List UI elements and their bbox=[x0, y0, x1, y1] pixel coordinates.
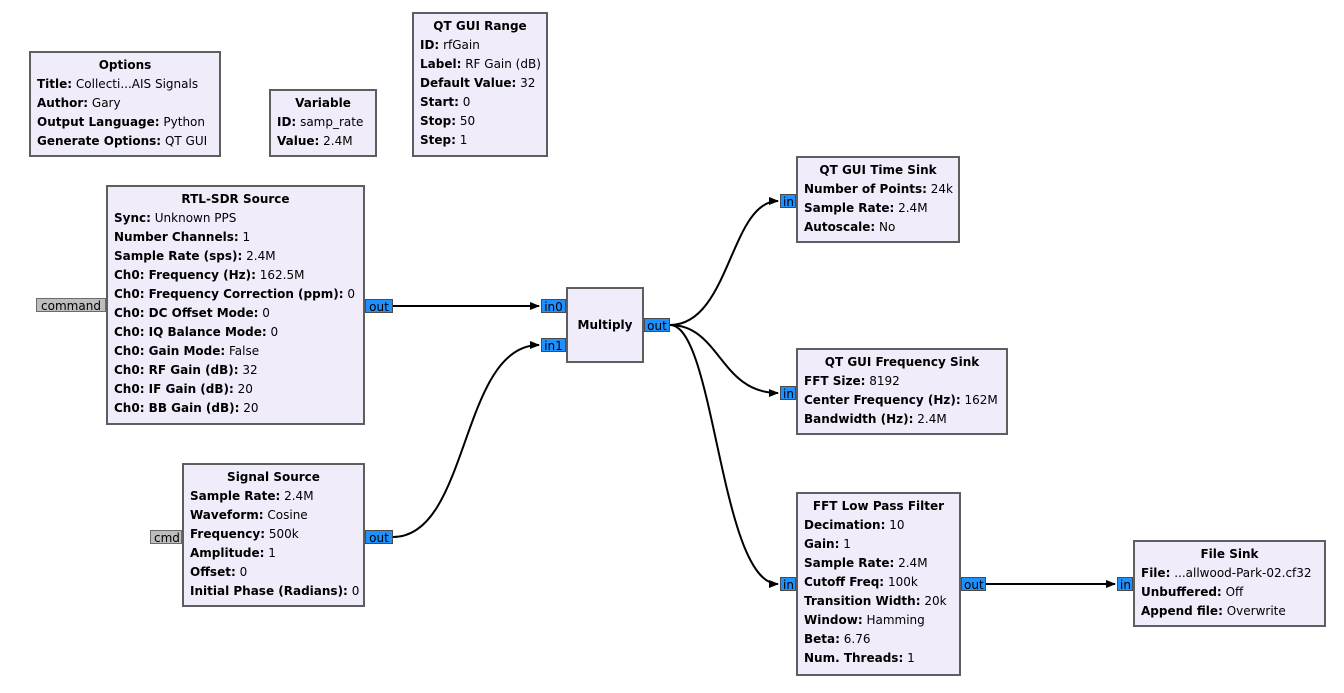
options-block[interactable]: Options Title: Collecti...AIS Signals Au… bbox=[29, 51, 221, 157]
param-row: Ch0: Frequency (Hz): 162.5M bbox=[114, 268, 305, 282]
param-row: Waveform: Cosine bbox=[190, 508, 308, 522]
freq-sink-in-port[interactable]: in bbox=[780, 386, 796, 401]
param-row: Ch0: Gain Mode: False bbox=[114, 344, 260, 358]
param-row: Gain: 1 bbox=[804, 537, 851, 551]
block-title: RTL-SDR Source bbox=[181, 192, 290, 206]
param-row: Ch0: IF Gain (dB): 20 bbox=[114, 382, 253, 396]
param-row: Unbuffered: Off bbox=[1141, 585, 1244, 599]
block-title: Variable bbox=[295, 96, 351, 110]
param-row: Ch0: BB Gain (dB): 20 bbox=[114, 401, 259, 415]
file-sink-in-port[interactable]: in bbox=[1117, 577, 1133, 592]
time-sink-in-port[interactable]: in bbox=[780, 194, 796, 209]
param-row: Ch0: DC Offset Mode: 0 bbox=[114, 306, 270, 320]
multiply-in1-port[interactable]: in1 bbox=[541, 338, 566, 353]
param-row: Number Channels: 1 bbox=[114, 230, 251, 244]
param-row: FFT Size: 8192 bbox=[804, 374, 900, 388]
lpf-in-port[interactable]: in bbox=[780, 577, 796, 592]
param-row: Start: 0 bbox=[420, 95, 471, 109]
param-row: Ch0: Frequency Correction (ppm): 0 bbox=[114, 287, 355, 301]
param-row: Label: RF Gain (dB) bbox=[420, 57, 541, 71]
multiply-out-port[interactable]: out bbox=[644, 318, 670, 333]
param-row: ID: rfGain bbox=[420, 38, 480, 52]
param-row: Ch0: RF Gain (dB): 32 bbox=[114, 363, 258, 377]
block-title: FFT Low Pass Filter bbox=[812, 499, 945, 513]
param-row: Bandwidth (Hz): 2.4M bbox=[804, 412, 947, 426]
signal-source-block[interactable]: Signal Source Sample Rate: 2.4M Waveform… bbox=[182, 463, 365, 607]
param-row: Offset: 0 bbox=[190, 565, 248, 579]
param-row: Sample Rate: 2.4M bbox=[804, 556, 928, 570]
param-row: Step: 1 bbox=[420, 133, 468, 147]
param-row: Number of Points: 24k bbox=[804, 182, 953, 196]
signal-cmd-port[interactable]: cmd bbox=[150, 530, 182, 545]
block-title: Options bbox=[98, 58, 152, 72]
multiply-in0-port[interactable]: in0 bbox=[541, 299, 566, 314]
block-title: QT GUI Frequency Sink bbox=[824, 355, 980, 369]
qt-gui-range-block[interactable]: QT GUI Range ID: rfGain Label: RF Gain (… bbox=[412, 12, 548, 157]
param-row: Append file: Overwrite bbox=[1141, 604, 1286, 618]
param-row: Frequency: 500k bbox=[190, 527, 299, 541]
rtl-command-port[interactable]: command bbox=[36, 298, 106, 313]
param-row: Center Frequency (Hz): 162M bbox=[804, 393, 998, 407]
signal-out-port[interactable]: out bbox=[365, 530, 393, 545]
block-title: QT GUI Time Sink bbox=[819, 163, 937, 177]
rtl-out-port[interactable]: out bbox=[365, 299, 393, 314]
param-row: ID: samp_rate bbox=[277, 115, 364, 129]
block-title: QT GUI Range bbox=[433, 19, 527, 33]
param-row: Title: Collecti...AIS Signals bbox=[37, 77, 199, 91]
param-row: Transition Width: 20k bbox=[804, 594, 947, 608]
qt-gui-frequency-sink-block[interactable]: QT GUI Frequency Sink FFT Size: 8192 Cen… bbox=[796, 348, 1008, 435]
qt-gui-time-sink-block[interactable]: QT GUI Time Sink Number of Points: 24k S… bbox=[796, 156, 960, 243]
param-row: Initial Phase (Radians): 0 bbox=[190, 584, 360, 598]
block-title: Signal Source bbox=[227, 470, 320, 484]
lpf-out-port[interactable]: out bbox=[961, 577, 986, 592]
param-row: Beta: 6.76 bbox=[804, 632, 871, 646]
param-row: Stop: 50 bbox=[420, 114, 476, 128]
variable-block[interactable]: Variable ID: samp_rate Value: 2.4M bbox=[269, 89, 377, 157]
param-row: Sample Rate: 2.4M bbox=[804, 201, 928, 215]
param-row: Cutoff Freq: 100k bbox=[804, 575, 918, 589]
param-row: Generate Options: QT GUI bbox=[37, 134, 208, 148]
param-row: Author: Gary bbox=[37, 96, 121, 110]
file-sink-block[interactable]: File Sink File: ...allwood-Park-02.cf32 … bbox=[1133, 540, 1326, 627]
param-row: Sync: Unknown PPS bbox=[114, 211, 237, 225]
param-row: Default Value: 32 bbox=[420, 76, 536, 90]
param-row: File: ...allwood-Park-02.cf32 bbox=[1141, 566, 1312, 580]
fft-low-pass-filter-block[interactable]: FFT Low Pass Filter Decimation: 10 Gain:… bbox=[796, 492, 961, 676]
param-row: Amplitude: 1 bbox=[190, 546, 276, 560]
wire-multiply-to-freqsink[interactable] bbox=[669, 324, 779, 397]
param-row: Ch0: IQ Balance Mode: 0 bbox=[114, 325, 279, 339]
param-row: Sample Rate: 2.4M bbox=[190, 489, 314, 503]
wire-multiply-to-lpf[interactable] bbox=[669, 324, 779, 588]
block-title: Multiply bbox=[577, 318, 633, 332]
param-row: Decimation: 10 bbox=[804, 518, 905, 532]
param-row: Autoscale: No bbox=[804, 220, 896, 234]
param-row: Output Language: Python bbox=[37, 115, 206, 129]
wire-multiply-to-timesink[interactable] bbox=[669, 197, 779, 326]
multiply-block[interactable]: Multiply bbox=[566, 287, 644, 363]
rtl-sdr-source-block[interactable]: RTL-SDR Source Sync: Unknown PPS Number … bbox=[106, 185, 365, 425]
block-title: File Sink bbox=[1200, 547, 1259, 561]
wire-signal-to-multiply[interactable] bbox=[392, 341, 540, 538]
param-row: Value: 2.4M bbox=[277, 134, 353, 148]
param-row: Window: Hamming bbox=[804, 613, 925, 627]
param-row: Num. Threads: 1 bbox=[804, 651, 915, 665]
param-row: Sample Rate (sps): 2.4M bbox=[114, 249, 276, 263]
